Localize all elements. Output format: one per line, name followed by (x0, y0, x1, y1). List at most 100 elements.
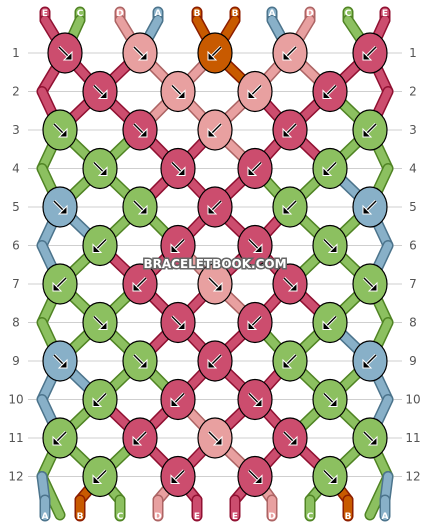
knot-arrow-icon (132, 353, 148, 369)
arrow-head (170, 243, 181, 253)
knot-arrow-icon (52, 122, 68, 138)
knot-arrow-icon (362, 276, 378, 292)
knot-arrow-icon (247, 161, 263, 176)
knot-arrow-icon (132, 199, 148, 215)
knot-arrow-icon (170, 238, 186, 253)
knot-arrow-icon (282, 430, 298, 446)
knot-arrow-icon (170, 84, 186, 99)
bottom-strand-letter: C (307, 512, 314, 522)
arrow-head (252, 397, 263, 407)
knot (47, 32, 83, 74)
knot (122, 340, 158, 382)
knot-arrow-icon (92, 238, 108, 253)
knot-arrow-icon (247, 469, 263, 484)
knot (82, 70, 118, 113)
knot (272, 263, 308, 305)
knot-arrow-icon (362, 122, 378, 138)
knot-arrow-icon (247, 84, 263, 99)
knot (197, 417, 233, 459)
knot-arrow-icon (322, 392, 338, 407)
arrow-head (282, 127, 293, 138)
arrow-head (57, 358, 68, 369)
top-strand-letter: C (77, 9, 84, 19)
top-strand-letter: E (382, 9, 388, 19)
knot-arrow-icon (92, 315, 108, 330)
arrow-head (52, 281, 63, 292)
knot-arrow-icon (322, 161, 338, 176)
knot-arrow-icon (170, 392, 186, 407)
arrow-head (327, 474, 338, 484)
knot-arrow-icon (92, 469, 108, 484)
knot (272, 417, 308, 459)
knot-arrow-icon (170, 469, 186, 484)
row-label-right: 10 (405, 393, 420, 407)
row-label-right: 6 (409, 239, 417, 253)
knot (197, 186, 233, 228)
knot-arrow-icon (362, 353, 378, 369)
arrow-head (137, 127, 148, 138)
arrow-head (175, 166, 186, 176)
knot-arrow-icon (282, 122, 298, 138)
knot (42, 417, 78, 459)
knot (312, 301, 348, 344)
arrow-head (137, 204, 148, 215)
knot-arrow-icon (132, 45, 148, 61)
knot-arrow-icon (322, 315, 338, 330)
knot (160, 301, 196, 344)
row-label-right: 3 (409, 123, 417, 137)
knot-arrow-icon (132, 122, 148, 138)
knot (82, 147, 118, 190)
row-label-right: 1 (409, 46, 417, 60)
knot (122, 186, 158, 228)
knot (160, 224, 196, 267)
knot-arrow-icon (132, 430, 148, 446)
row-label-right: 4 (409, 162, 417, 176)
bottom-strand-letter: E (232, 512, 238, 522)
knot (352, 417, 388, 459)
arrow-head (170, 397, 181, 407)
row-label-left: 9 (12, 354, 20, 368)
row-label-left: 12 (8, 470, 23, 484)
knot-arrow-icon (247, 315, 263, 330)
knot-arrow-icon (362, 199, 378, 215)
arrow-head (362, 50, 373, 61)
row-label-left: 7 (12, 277, 20, 291)
row-label-left: 8 (12, 316, 20, 330)
knot (160, 378, 196, 421)
arrow-head (207, 50, 218, 61)
knot (237, 301, 273, 344)
knot-arrow-icon (170, 161, 186, 176)
arrow-head (92, 474, 103, 484)
knot (352, 109, 388, 151)
knot (42, 186, 78, 228)
arrow-head (327, 243, 338, 253)
row-label-right: 9 (409, 354, 417, 368)
arrow-head (322, 166, 333, 176)
arrow-head (367, 435, 378, 446)
arrow-head (97, 89, 108, 99)
knot (197, 32, 233, 74)
knot (122, 417, 158, 459)
knot (312, 378, 348, 421)
arrow-head (247, 166, 258, 176)
knot-arrow-icon (92, 392, 108, 407)
arrow-head (282, 358, 293, 369)
arrow-head (207, 204, 218, 215)
row-label-left: 3 (12, 123, 20, 137)
knot-arrow-icon (52, 430, 68, 446)
bottom-strand-letter: D (154, 512, 161, 522)
bottom-strand-letter: C (117, 512, 124, 522)
arrow-head (207, 127, 218, 138)
top-strand-letter: C (345, 9, 352, 19)
knot-arrow-icon (362, 45, 378, 61)
knot-arrow-icon (282, 353, 298, 369)
arrow-head (52, 435, 63, 446)
arrow-head (92, 243, 103, 253)
row-label-left: 2 (12, 85, 20, 99)
bottom-strand-letter: A (42, 512, 49, 522)
row-label-left: 10 (8, 393, 23, 407)
knot (237, 224, 273, 267)
knot-arrow-icon (282, 276, 298, 292)
knot (82, 455, 118, 498)
knot-arrow-icon (282, 199, 298, 215)
